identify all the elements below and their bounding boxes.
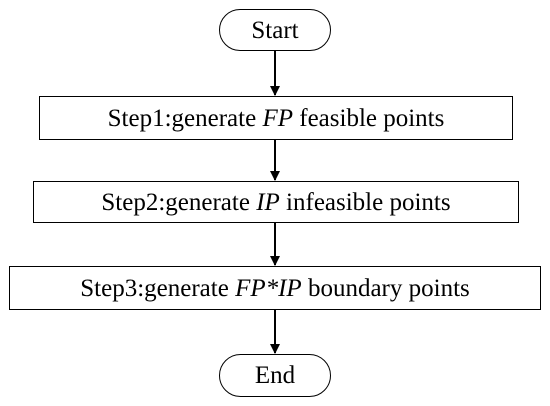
end-label: End (254, 362, 296, 389)
step2-process-box: Step2:generate IP infeasible points (33, 181, 519, 223)
start-terminal: Start (219, 9, 331, 51)
step2-prefix: Step2:generate (101, 188, 257, 216)
start-label: Start (251, 16, 299, 44)
step3-suffix: boundary points (301, 274, 470, 302)
step1-suffix: feasible points (293, 104, 445, 132)
step1-prefix: Step1:generate (107, 104, 263, 132)
step3-variable: FP*IP (235, 274, 302, 302)
step3-prefix: Step3:generate (80, 274, 236, 302)
step2-variable: IP (256, 188, 280, 216)
step3-process-box: Step3:generate FP*IP boundary points (9, 266, 541, 310)
end-terminal: End (219, 354, 331, 397)
step2-suffix: infeasible points (279, 188, 451, 216)
step1-process-box: Step1:generate FP feasible points (39, 96, 513, 140)
step1-variable: FP (262, 104, 293, 132)
